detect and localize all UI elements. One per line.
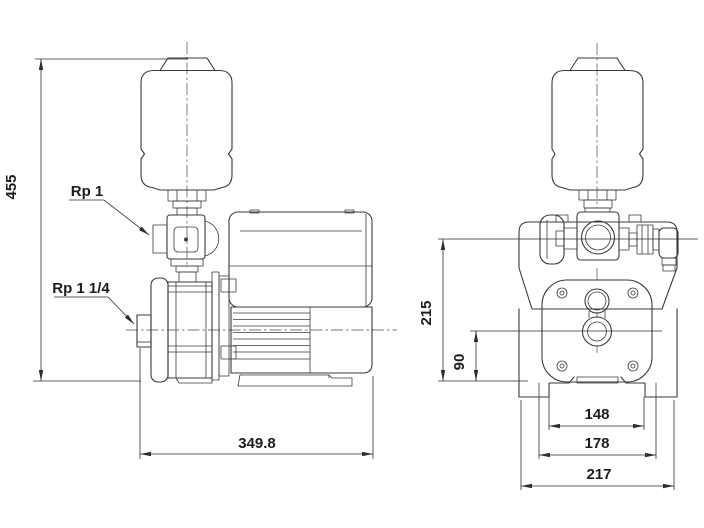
valve-port-outer (580, 220, 616, 255)
diaphragm-tank-end (551, 57, 644, 191)
dim-overall-height: 455 (3, 174, 20, 199)
tank-cap (159, 57, 216, 72)
label-tank-valve-port: Rp 1 (71, 183, 104, 200)
valve-assembly-side (152, 214, 220, 283)
pump-body-side (136, 271, 237, 384)
valve-side-port (152, 224, 168, 254)
motor-fins (233, 307, 311, 373)
tank-body (140, 69, 233, 191)
dim-overall-length: 349.8 (238, 435, 276, 452)
coupling-flange (211, 271, 220, 381)
dim-port-centre-height: 90 (451, 354, 468, 371)
label-suction-port: Rp 1 1/4 (52, 280, 110, 297)
dimensions: 455 Rp 1 Rp 1 1/4 349.8 215 90 148 178 (3, 58, 698, 490)
dim-foot-slot-spacing: 148 (584, 406, 609, 423)
valve-port-inner (585, 224, 611, 251)
pump-face-ports (581, 288, 613, 347)
side-view (126, 42, 397, 387)
base-plate-side (237, 374, 353, 387)
dim-valve-centre-height: 215 (418, 300, 435, 325)
dim-base-overall-width: 217 (586, 466, 611, 483)
cover-clip (344, 209, 355, 214)
suction-port (136, 314, 152, 348)
valve-assembly-end (539, 211, 679, 272)
pump-face-bolts (556, 287, 639, 372)
elbow-fitting (658, 227, 679, 259)
pressure-gauge-edge (539, 214, 565, 265)
pump-bottom-tab (576, 376, 619, 384)
tank-connection-end (578, 189, 617, 213)
valve-center-dot (184, 237, 188, 242)
motor-lower-body (230, 306, 373, 374)
pump-face (541, 279, 653, 384)
mounting-feet (518, 308, 678, 398)
control-cover (228, 211, 373, 308)
diaphragm-tank-side (140, 57, 233, 191)
motor-end (518, 214, 678, 310)
end-view (518, 43, 679, 398)
tank-connection (167, 189, 207, 216)
dim-foot-outer-width: 178 (584, 435, 609, 452)
pump-foot (175, 377, 213, 384)
cover-clip (249, 209, 260, 214)
motor-side (228, 209, 373, 387)
valve-bulge (204, 220, 220, 257)
